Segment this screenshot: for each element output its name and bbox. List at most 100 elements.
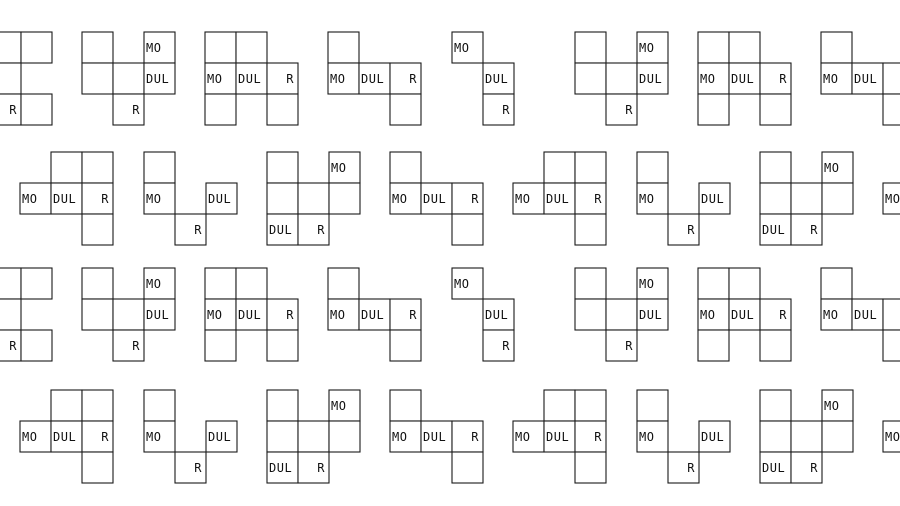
net-face	[327, 267, 360, 300]
net-face	[266, 298, 299, 331]
face-label-mo: MO	[22, 430, 37, 444]
face-label-dul: DUL	[269, 223, 292, 237]
net-face	[327, 62, 360, 95]
net-face	[882, 182, 900, 215]
net-face	[882, 298, 900, 331]
face-label-dul: DUL	[485, 72, 508, 86]
net-face	[112, 62, 145, 95]
face-label-mo: MO	[824, 161, 839, 175]
net-face	[543, 420, 576, 453]
face-label-r: R	[101, 430, 109, 444]
net-face	[759, 389, 792, 422]
net-face	[759, 151, 792, 184]
face-label-mo: MO	[331, 161, 346, 175]
net-face	[143, 298, 176, 331]
face-label-dul: DUL	[485, 308, 508, 322]
net-face	[143, 151, 176, 184]
net-face	[636, 151, 669, 184]
net-face	[728, 267, 761, 300]
net-face	[667, 451, 700, 484]
net-face	[697, 329, 730, 362]
net-face	[389, 151, 422, 184]
face-label-r: R	[471, 192, 479, 206]
net-face	[266, 151, 299, 184]
face-label-r: R	[286, 308, 294, 322]
net-face	[389, 389, 422, 422]
net-face	[574, 151, 607, 184]
face-label-mo: MO	[639, 192, 654, 206]
net-face	[204, 267, 237, 300]
face-label-mo: MO	[207, 308, 222, 322]
net-face	[204, 31, 237, 64]
face-label-mo: MO	[146, 430, 161, 444]
face-label-dul: DUL	[546, 430, 569, 444]
face-label-dul: DUL	[238, 72, 261, 86]
net-face	[81, 62, 114, 95]
face-label-mo: MO	[639, 277, 654, 291]
face-label-r: R	[101, 192, 109, 206]
net-face	[759, 329, 792, 362]
face-label-dul: DUL	[208, 430, 231, 444]
net-face	[0, 62, 22, 95]
face-label-r: R	[502, 339, 510, 353]
net-face	[266, 182, 299, 215]
face-label-r: R	[594, 192, 602, 206]
net-face	[389, 182, 422, 215]
net-face	[574, 182, 607, 215]
net-face	[328, 151, 361, 184]
net-face	[50, 420, 83, 453]
net-face	[420, 182, 453, 215]
net-face	[697, 298, 730, 331]
face-label-dul: DUL	[762, 461, 785, 475]
face-label-mo: MO	[885, 192, 900, 206]
net-face	[482, 329, 515, 362]
net-face	[759, 62, 792, 95]
face-label-mo: MO	[331, 399, 346, 413]
face-label-mo: MO	[330, 308, 345, 322]
net-face	[574, 389, 607, 422]
face-label-dul: DUL	[423, 192, 446, 206]
face-label-mo: MO	[22, 192, 37, 206]
face-label-r: R	[409, 308, 417, 322]
net-face	[636, 267, 669, 300]
net-face	[81, 298, 114, 331]
net-b3-18: MO DUL R	[266, 151, 361, 246]
net-face	[451, 451, 484, 484]
face-label-dul: DUL	[208, 192, 231, 206]
net-face	[266, 451, 299, 484]
net-face	[451, 267, 484, 300]
net-b8-23: MO	[882, 182, 900, 215]
net-face	[882, 420, 900, 453]
net-face	[728, 31, 761, 64]
face-label-r: R	[9, 103, 17, 117]
net-face	[851, 62, 884, 95]
net-face	[81, 31, 114, 64]
face-label-mo: MO	[330, 72, 345, 86]
face-label-r: R	[317, 223, 325, 237]
net-face	[482, 298, 515, 331]
face-label-mo: MO	[823, 308, 838, 322]
net-face	[328, 182, 361, 215]
face-label-dul: DUL	[546, 192, 569, 206]
face-label-mo: MO	[146, 277, 161, 291]
net-face	[451, 420, 484, 453]
net-face	[20, 31, 53, 64]
net-face	[574, 451, 607, 484]
net-face	[882, 329, 900, 362]
net-face	[297, 213, 330, 246]
face-label-r: R	[810, 223, 818, 237]
net-face	[297, 451, 330, 484]
net-face	[420, 420, 453, 453]
net-face	[81, 389, 114, 422]
